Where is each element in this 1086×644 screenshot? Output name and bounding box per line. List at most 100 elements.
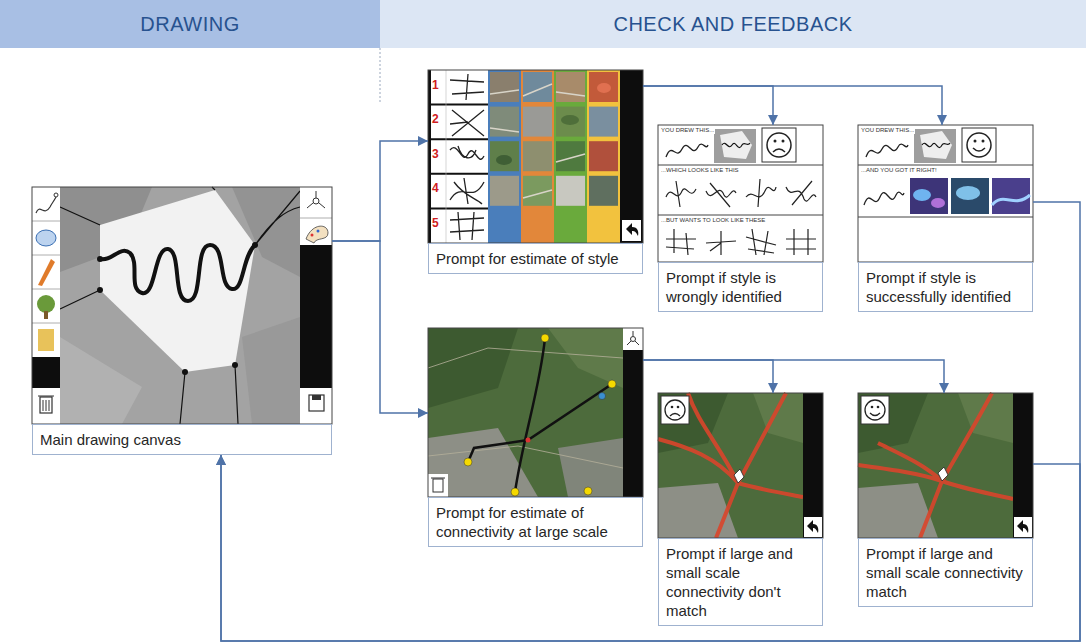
wrong-style-screenshot-part <box>666 181 696 207</box>
canvas-screenshot-part <box>38 329 54 351</box>
section-band: DRAWING <box>0 0 380 48</box>
wrong-style-screenshot-part-part <box>786 229 816 255</box>
connectivity-screenshot-part <box>428 474 448 497</box>
caption-text: Prompt if large and small scale connecti… <box>666 544 815 620</box>
connectivity-screenshot-part <box>428 328 643 497</box>
canvas-screenshot-part <box>100 190 255 372</box>
style-screenshot-part <box>589 176 618 206</box>
right-style-screenshot-part <box>866 144 908 157</box>
wrong-style-screenshot-part <box>774 140 777 143</box>
style-screenshot-part <box>450 110 484 136</box>
canvas-screenshot-part <box>312 395 321 400</box>
connectivity-screenshot <box>428 328 643 497</box>
style-screenshot-part <box>450 74 484 100</box>
connectivity-screenshot-part <box>428 328 643 497</box>
right-style-screenshot-part <box>962 128 996 162</box>
canvas-screenshot-part <box>252 242 258 248</box>
wrong-style-screenshot-part <box>706 183 736 207</box>
panel-heading: YOU DREW THIS... <box>860 127 915 134</box>
section-heading: CHECK AND FEEDBACK <box>613 13 852 36</box>
connectivity-screenshot-part <box>548 328 623 388</box>
connectivity-screenshot-part <box>468 384 612 462</box>
mismatch-screenshot-part <box>807 520 818 533</box>
mismatch-screenshot-part <box>734 469 744 483</box>
style-screenshot-part <box>428 70 643 243</box>
connectivity-screenshot-part <box>584 487 592 495</box>
mismatch-screenshot-part <box>803 393 823 538</box>
wrong-style-screenshot-part <box>722 143 750 148</box>
style-screenshot-part <box>589 107 618 137</box>
wrong-style-screenshot <box>658 125 823 262</box>
style-screenshot-part <box>428 70 643 243</box>
wrong-style-screenshot-part <box>746 179 776 207</box>
wrong-style-screenshot-part <box>666 144 708 157</box>
flow-arrow <box>332 141 428 241</box>
right-style-screenshot-part <box>914 129 956 163</box>
screen-panel: Main drawing canvas <box>32 187 332 455</box>
canvas-screenshot-part <box>182 369 188 375</box>
connectivity-screenshot-part <box>433 479 443 492</box>
mismatch-screenshot-part <box>671 406 674 409</box>
mismatch-screenshot-part <box>804 517 822 537</box>
caption-box: Prompt for estimate of style <box>428 243 643 274</box>
style-screenshot-part <box>589 72 618 102</box>
style-screenshot <box>428 70 643 243</box>
wrong-style-screenshot-part-part <box>746 179 776 207</box>
section-divider-part <box>380 48 381 102</box>
flow-arrow <box>643 360 944 393</box>
panel-heading: ...WHICH LOOKS LIKE THIS <box>660 167 740 174</box>
mismatch-screenshot-part <box>658 393 823 538</box>
connectivity-screenshot-part <box>627 331 639 345</box>
mismatch-screenshot-part <box>753 393 803 443</box>
match-screenshot-part <box>858 393 928 453</box>
match-screenshot-part <box>861 396 889 424</box>
right-style-screenshot-part <box>858 125 1033 262</box>
wrong-style-screenshot-part <box>782 140 785 143</box>
row-number: 3 <box>431 148 440 162</box>
right-style-screenshot-part <box>992 195 1030 205</box>
style-screenshot-part <box>597 83 611 93</box>
mismatch-screenshot-part <box>658 393 823 538</box>
canvas-screenshot-part <box>300 245 332 388</box>
match-screenshot-part <box>877 406 880 409</box>
canvas-screenshot-part <box>97 256 103 262</box>
match-screenshot-part <box>858 393 1013 538</box>
mismatch-screenshot-part <box>670 414 680 417</box>
canvas-screenshot-part <box>60 337 142 424</box>
row-number: 4 <box>431 182 440 196</box>
canvas-screenshot-part <box>38 259 55 286</box>
canvas-screenshot-part <box>32 187 332 424</box>
flow-arrow <box>332 241 428 413</box>
right-style-screenshot-part <box>951 178 989 214</box>
style-screenshot-part <box>450 212 484 240</box>
match-screenshot-part <box>938 467 948 481</box>
right-style-screenshot-part <box>982 140 985 143</box>
canvas-screenshot-part <box>32 357 60 388</box>
mismatch-screenshot-part <box>665 400 685 420</box>
canvas-screenshot-part <box>317 230 320 233</box>
wrong-style-screenshot-part-part <box>706 183 736 207</box>
canvas-screenshot-part <box>100 245 255 301</box>
row-number: 5 <box>431 217 440 231</box>
style-screenshot-part <box>490 72 519 102</box>
style-screenshot-part <box>450 178 484 204</box>
caption-box: Prompt if large and small scale connecti… <box>658 538 823 626</box>
canvas-screenshot-part <box>32 187 60 424</box>
style-screenshot-part <box>521 70 554 243</box>
wrong-style-screenshot-part-part <box>666 229 696 255</box>
screen-panel: Prompt for estimate of connectivity at l… <box>428 328 643 547</box>
connectivity-screenshot-part <box>428 328 518 408</box>
style-screenshot-part <box>490 84 585 198</box>
wrong-style-screenshot-part-part <box>786 181 816 205</box>
match-screenshot-part <box>1013 393 1033 538</box>
canvas-screenshot-part <box>232 362 238 368</box>
caption-box: Prompt if style is successfully identifi… <box>858 262 1033 312</box>
match-screenshot-part <box>1017 520 1028 533</box>
connectivity-screenshot-part <box>623 328 643 497</box>
right-style-screenshot-part <box>858 125 1033 262</box>
wrong-style-screenshot-part <box>767 133 791 157</box>
screen-panel: Prompt if large and small scale connecti… <box>858 393 1033 607</box>
style-screenshot-part <box>561 115 579 125</box>
style-screenshot-part <box>587 70 620 243</box>
